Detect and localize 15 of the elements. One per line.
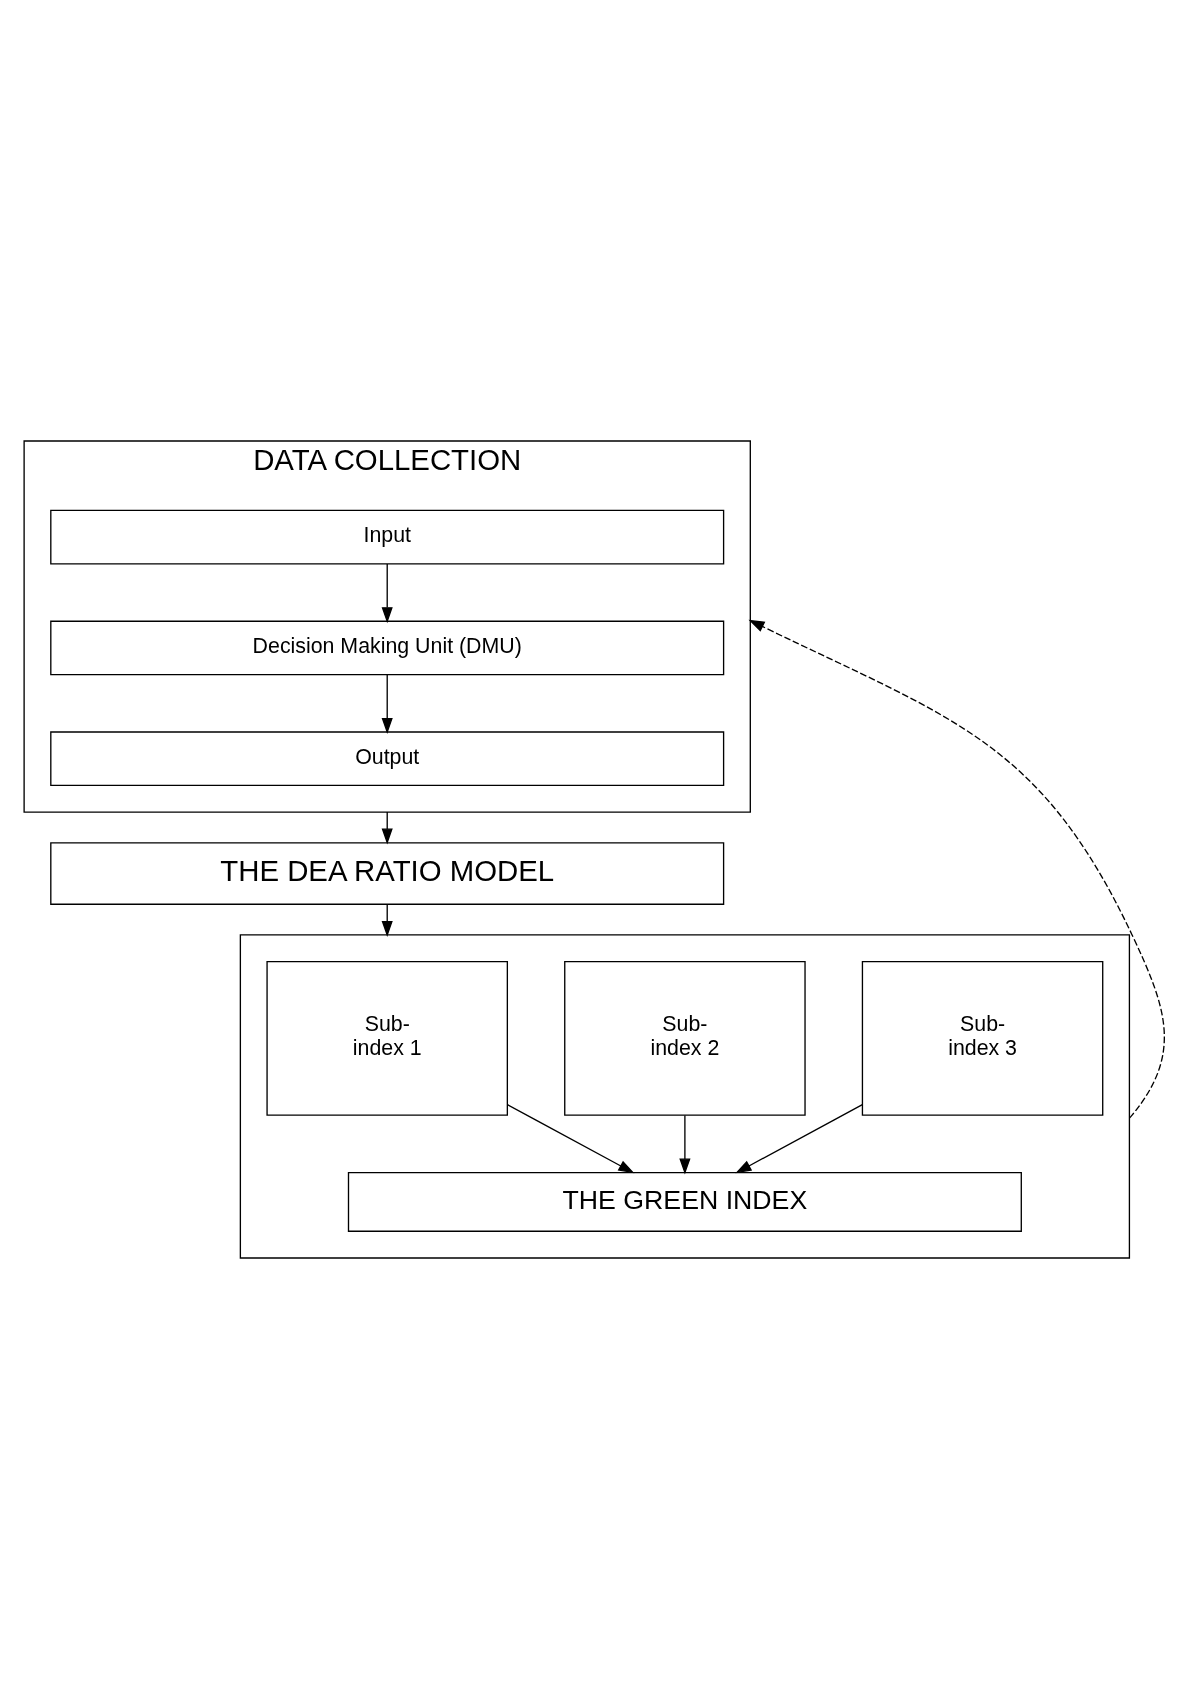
node-box: Output [50, 731, 725, 787]
arrow [381, 674, 393, 734]
arrow [748, 619, 1165, 1119]
cluster [239, 934, 1131, 1259]
node-box: Input [50, 509, 725, 565]
arrow [735, 1104, 864, 1174]
node-box: Sub- index 1 [266, 960, 508, 1116]
arrow [506, 1104, 635, 1174]
node-box: Decision Making Unit (DMU) [50, 620, 725, 676]
arrow [679, 1114, 691, 1175]
node-box: THE DEA RATIO MODEL [50, 842, 725, 905]
node-box: THE GREEN INDEX [347, 1171, 1022, 1232]
node-box: Sub- index 2 [564, 960, 806, 1116]
arrow [381, 563, 393, 624]
node-box: Sub- index 3 [861, 960, 1104, 1116]
